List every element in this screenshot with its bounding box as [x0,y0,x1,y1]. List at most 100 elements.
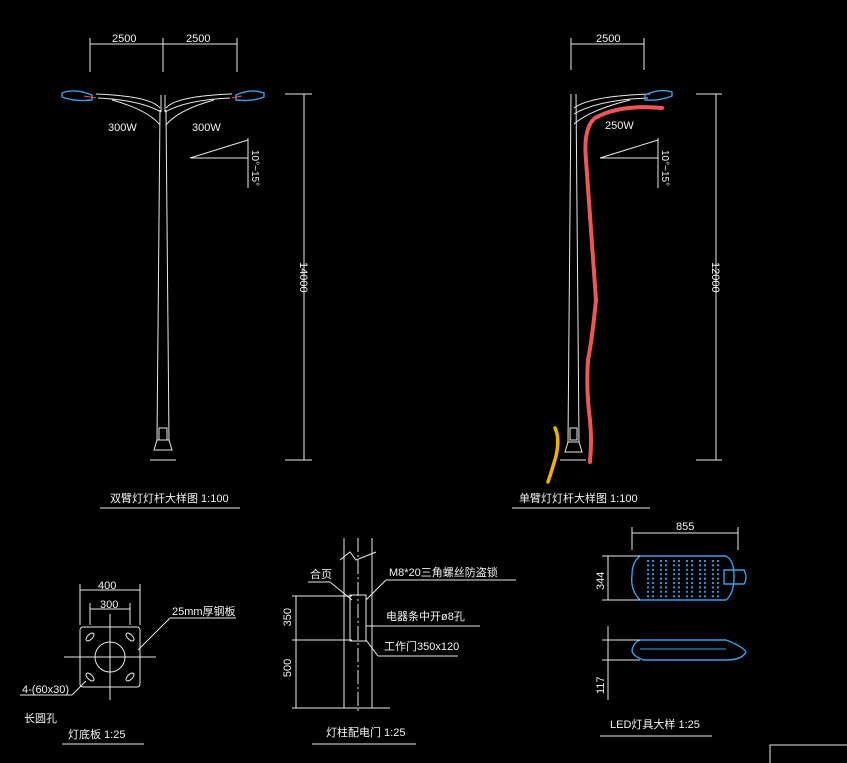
led-chip-dot [659,595,663,598]
led-chip-dot [698,590,702,593]
single-pole-door [569,427,578,441]
single-pole-left-edge [567,93,572,443]
double-angle-line-1 [189,139,249,159]
led-chip-dot [711,568,715,571]
led-detail-drawing: 855 344 117 LED灯具大样 1:25 [595,521,747,737]
led-chip-dot [677,590,681,593]
door-leader-line [365,639,379,657]
double-watt-right: 300W [192,122,221,134]
led-lamp-mount-top [723,569,747,585]
led-chip-dot [677,568,681,571]
led-chip-dot [711,586,715,589]
bolt-lock-label: M8*20三角螺丝防盗锁 [389,565,498,579]
hole-leader-line [71,680,87,696]
single-dim-label: 2500 [596,33,620,45]
led-height-top-label: 344 [595,572,607,590]
single-arm [573,93,651,109]
drill-hole-label: 电器条中开ø8孔 [386,609,465,623]
led-chip-dot [677,577,681,580]
single-height-label: 12000 [709,262,721,293]
single-lamp-title: 单臂灯灯杆大样图 1:100 [519,491,638,505]
led-chip-dot [659,559,663,563]
led-chip-dot [677,595,681,598]
led-chip-dot [651,577,655,580]
led-chip-dot [698,577,702,580]
double-height-label: 14000 [297,262,309,293]
led-chip-dot [651,564,655,567]
led-chip-dot [690,595,694,598]
led-chip-dot [711,595,715,598]
slot-hole [85,632,95,642]
led-chip-dot [651,568,655,571]
led-chip-dot [646,564,650,567]
yellow-annotation-stroke [546,426,560,484]
led-chip-dot [659,573,663,576]
led-chip-dot [677,559,681,563]
led-chip-dot [651,559,655,563]
plate-dim-inner-label: 300 [100,599,118,611]
led-chip-dot [651,595,655,598]
slot-hole [85,672,95,682]
led-chip-dot [672,568,676,571]
led-chip-dot [685,577,689,580]
hole-label-1: 4-(60x30) [22,684,69,696]
single-angle-label: 10°~15° [659,150,670,186]
led-chip-dot [685,595,689,598]
led-chip-dot [646,577,650,580]
hole-label-2: 长圆孔 [24,712,57,725]
led-height-side-label: 117 [595,676,607,694]
led-chip-dot [703,559,707,563]
led-chip-dot [664,586,668,589]
led-chip-dot [703,595,707,598]
led-chip-dot [685,586,689,589]
led-chip-dot [698,568,702,571]
led-chip-dot [690,590,694,593]
double-lamp-head-left [61,90,93,102]
led-chip-dot [690,586,694,589]
hinge-leader-line [329,581,353,601]
led-chip-dot [716,595,720,598]
led-chip-dot [672,590,676,593]
led-chip-dot [646,581,650,585]
led-chip-dot [703,581,707,585]
double-pole-door [158,427,168,441]
led-chip-dot [716,573,720,576]
led-width-label: 855 [676,521,694,533]
led-chip-dot [664,581,668,585]
led-chip-dot [685,573,689,576]
led-chip-dot [711,577,715,580]
single-arm-brace [573,99,631,125]
led-chip-dot [672,564,676,567]
red-annotation-stroke [583,105,664,464]
single-arm-inner [573,97,649,115]
led-lamp-top-view [630,555,735,601]
led-chip-grid [646,559,720,598]
led-chip-dot [646,590,650,593]
led-chip-dot [646,595,650,598]
led-chip-dot [664,568,668,571]
led-chip-dot [703,590,707,593]
double-lamp-head-right [235,90,265,102]
led-chip-dot [690,568,694,571]
base-plate-title: 灯底板 1:25 [68,727,125,741]
led-chip-dot [659,581,663,585]
led-chip-dot [698,559,702,563]
led-chip-dot [659,586,663,589]
led-chip-dot [690,581,694,585]
led-detail-title: LED灯具大样 1:25 [610,717,700,731]
work-door-label: 工作门350x120 [384,639,459,653]
led-chip-dot [651,581,655,585]
led-chip-dot [672,586,676,589]
double-angle-label: 10°~15° [249,150,260,186]
led-chip-dot [716,568,720,571]
led-chip-dot [659,564,663,567]
led-chip-dot [685,559,689,563]
door-detail-drawing: 350 500 合页 M8*20三角螺丝防盗锁 电器条中开ø8孔 工作门350x… [282,538,516,745]
led-chip-dot [690,573,694,576]
double-arm-right [165,93,233,109]
led-chip-dot [685,590,689,593]
double-arm-left-brace [111,99,161,126]
bolt-leader-line [365,579,387,601]
led-chip-dot [685,564,689,567]
